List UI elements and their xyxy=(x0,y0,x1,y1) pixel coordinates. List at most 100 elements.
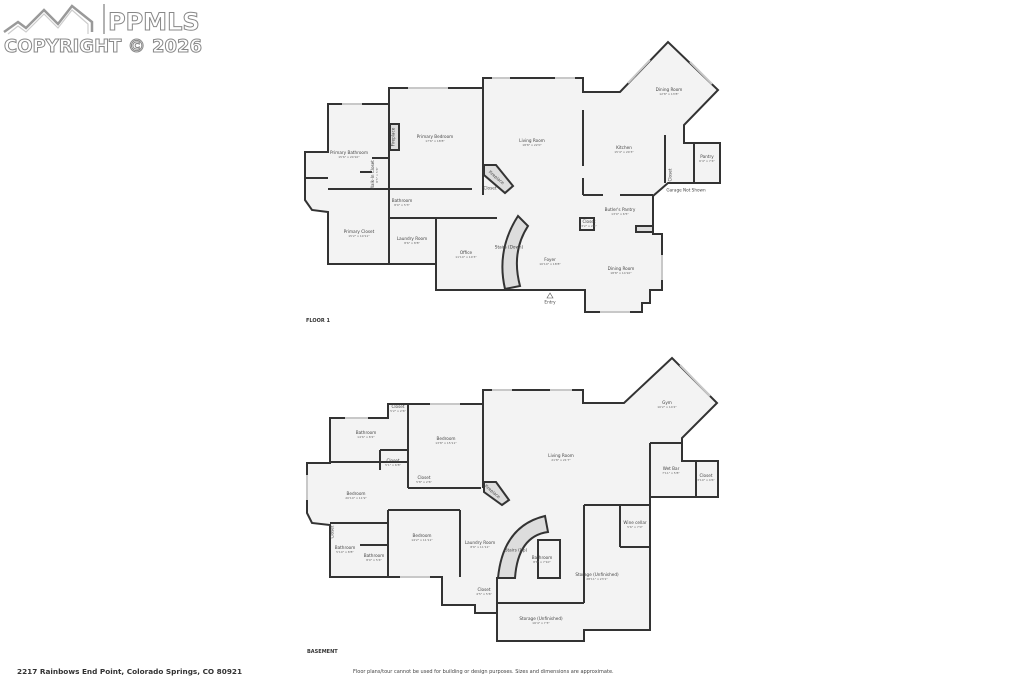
room-name: Bathroom xyxy=(531,555,553,561)
room-dimensions: 8'6" x 8'8" xyxy=(404,240,420,245)
room-dimensions: 8'0" x 5'3" xyxy=(394,202,410,207)
room-name: Closet xyxy=(667,168,673,182)
room-dimensions: 13'8" x 15'11" xyxy=(435,440,457,445)
room-dimensions: 10'10" x 18'8" xyxy=(539,261,561,266)
room-dimensions: 5'2" x 2'6" xyxy=(390,408,406,413)
room-name: Primary Closet xyxy=(343,229,375,235)
room-name: Closet xyxy=(386,458,400,464)
room-name: Living Room xyxy=(519,138,545,144)
basement-room-label: Stairs (Up) xyxy=(505,548,527,554)
floor1-room-label: Entry xyxy=(544,299,556,306)
room-dimensions: 5'1" x 6'8" xyxy=(385,462,401,467)
room-dimensions: 20'10" x 11'9" xyxy=(345,495,367,500)
room-dimensions: 4'5" x 5'6" xyxy=(476,591,492,596)
room-name: Primary Bedroom xyxy=(416,134,454,140)
room-name: Closet xyxy=(329,525,335,539)
room-name: Bedroom xyxy=(346,491,366,497)
basement-label: BASEMENT xyxy=(307,649,338,655)
floor1-room-label: Garage Not Shown xyxy=(666,188,705,194)
room-dimensions: 8'8" x 7'10" xyxy=(533,559,551,564)
room-dimensions: 15'4" x 20'3" xyxy=(614,149,634,154)
floor1-room-label: Closet xyxy=(483,185,497,192)
room-name: Closet xyxy=(483,185,497,191)
room-name: Bathroom xyxy=(363,553,385,559)
room-dimensions: 16'4" x 7'3" xyxy=(532,620,550,625)
room-name: Laundry Room xyxy=(464,540,496,546)
room-name: Stairs (Down) xyxy=(494,244,524,250)
floor1-interior-walls xyxy=(305,88,695,312)
room-name: Bedroom xyxy=(436,436,456,442)
room-name: Living Room xyxy=(548,453,574,459)
room-dimensions: 21'8" x 21'7" xyxy=(551,457,571,462)
room-name: Primary Bathroom xyxy=(329,150,369,156)
basement-room-label: Storage (Unfinished)16'4" x 7'3" xyxy=(519,616,563,625)
room-name: Dining Room xyxy=(655,87,683,93)
room-dimensions: 15'6" x 20'10" xyxy=(338,154,360,159)
logo-brand: PPMLS xyxy=(108,8,201,37)
basement-room-label: Storage (Unfinished)28'11" x 23'1" xyxy=(575,572,619,581)
room-name: Kitchen xyxy=(616,145,632,151)
logo-copyright: COPYRIGHT © 2026 xyxy=(3,36,203,58)
entry-arrow-icon xyxy=(546,292,554,299)
disclaimer: Floor plans/tour cannot be used for buil… xyxy=(353,669,614,675)
room-name: Wine cellar xyxy=(623,520,647,526)
room-dimensions: 7'11" x 5'8" xyxy=(662,470,680,475)
room-dimensions: 8'5" x 5'6" xyxy=(374,167,379,183)
room-dimensions: 3'10" x 4'6" xyxy=(697,477,715,482)
room-dimensions: 10'2" x 14'2" xyxy=(657,404,677,409)
room-name: Closet xyxy=(417,475,431,481)
room-name: Closet xyxy=(582,219,596,225)
room-dimensions: 5'6" x 7'0" xyxy=(627,524,643,529)
basement-interior-walls xyxy=(330,390,697,641)
room-name: Office xyxy=(459,250,473,256)
floor1-label: FLOOR 1 xyxy=(306,318,330,324)
room-name: Bathroom xyxy=(391,198,413,204)
room-dimensions: 3'2" x 2'4" xyxy=(581,223,597,228)
room-dimensions: 15'2" x 10'11" xyxy=(348,233,370,238)
room-name: Entry xyxy=(544,299,556,305)
room-name: Gym xyxy=(662,400,672,406)
room-name: Fireplace xyxy=(390,127,396,147)
mountain-logo-icon xyxy=(3,4,105,35)
room-name: Storage (Unfinished) xyxy=(575,572,619,578)
room-name: Bathroom xyxy=(334,545,356,551)
floor1-room-label: Closet xyxy=(667,168,674,182)
room-name: Closet xyxy=(699,473,713,479)
room-name: Bathroom xyxy=(355,430,377,436)
room-name: Closet xyxy=(477,587,491,593)
floor1-room-label: Stairs (Down) xyxy=(494,244,524,251)
room-dimensions: 5'10" x 8'8" xyxy=(336,549,354,554)
room-dimensions: 6'4" x 7'4" xyxy=(699,158,715,163)
room-name: Storage (Unfinished) xyxy=(519,616,563,622)
ppmls-logo: PPMLS COPYRIGHT © 2026 xyxy=(2,2,207,58)
floor1-room-label: Fireplace xyxy=(390,127,397,147)
room-dimensions: 5'8" x 2'6" xyxy=(416,479,432,484)
room-name: Dining Room xyxy=(607,266,635,272)
room-dimensions: 12'8" x 13'8" xyxy=(659,91,679,96)
